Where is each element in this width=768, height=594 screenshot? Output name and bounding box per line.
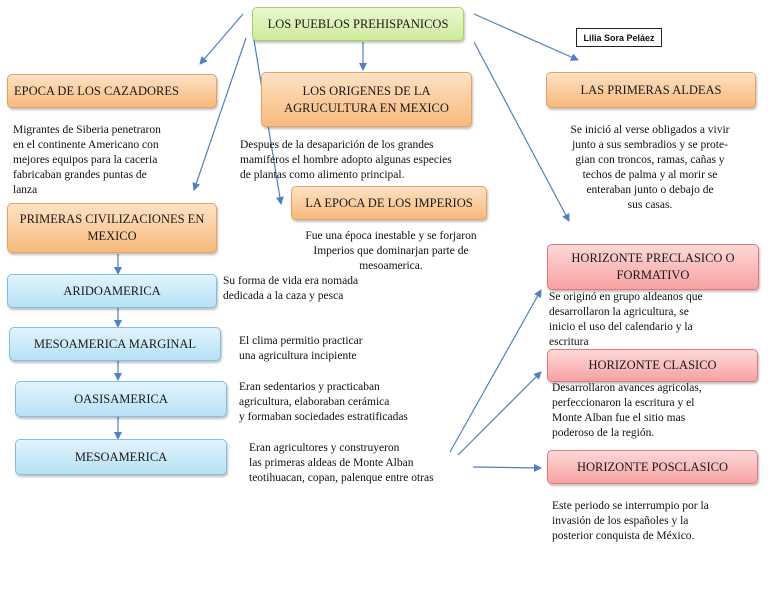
node-oasisamerica: OASISAMERICA — [15, 381, 227, 417]
text-oasisamerica: Eran sedentarios y practicaban agricultu… — [239, 381, 408, 423]
node-horizonte-posclasico: HORIZONTE POSCLASICO — [547, 450, 758, 484]
arrow-meso-to-preclasico — [449, 289, 542, 453]
arrow-root-to-aldeas — [473, 13, 579, 61]
text-aridoamerica: Su forma de vida era nomada dedicada a l… — [223, 275, 359, 302]
text-clasico: Desarrollaron avances agricolas, perfecc… — [552, 382, 702, 439]
text-mesoamerica: Eran agricultores y construyeron las pri… — [249, 442, 434, 484]
node-origenes-agricultura: LOS ORIGENES DE LA AGRUCULTURA EN MEXICO — [261, 72, 472, 127]
node-mesoamerica: MESOAMERICA — [15, 439, 227, 475]
arrow-root-to-cazadores — [199, 13, 244, 65]
node-primeras-aldeas: LAS PRIMERAS ALDEAS — [546, 72, 756, 108]
node-horizonte-preclasico: HORIZONTE PRECLASICO O FORMATIVO — [547, 244, 759, 290]
text-origenes: Despues de la desaparición de los grande… — [240, 139, 452, 181]
node-epoca-cazadores: EPOCA DE LOS CAZADORES — [7, 74, 217, 108]
node-epoca-imperios: LA EPOCA DE LOS IMPERIOS — [291, 186, 487, 220]
node-primeras-civilizaciones: PRIMERAS CIVILIZACIONES EN MEXICO — [7, 203, 217, 253]
arrow-meso-to-posclasico — [472, 463, 542, 472]
text-posclasico: Este periodo se interrumpio por la invas… — [552, 500, 709, 542]
node-mesoamerica-marginal: MESOAMERICA MARGINAL — [9, 327, 221, 361]
node-aridoamerica: ARIDOAMERICA — [7, 274, 217, 308]
text-cazadores: Migrantes de Siberia penetraron en el co… — [13, 124, 161, 196]
author-label: Lilia Sora Peláez — [576, 28, 662, 47]
text-preclasico: Se originó en grupo aldeanos que desarro… — [549, 291, 703, 348]
node-horizonte-clasico: HORIZONTE CLASICO — [547, 349, 758, 382]
text-mesoamerica-marginal: El clima permitio practicar una agricult… — [239, 335, 363, 362]
text-aldeas: Se inició al verse obligados a vivir jun… — [570, 124, 730, 211]
node-pueblos-prehispanicos: LOS PUEBLOS PREHISPANICOS — [252, 7, 464, 41]
text-imperios: Fue una época inestable y se forjaron Im… — [305, 230, 477, 272]
